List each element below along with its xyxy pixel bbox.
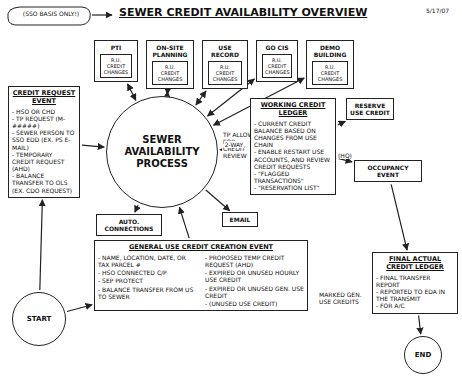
- process-box: GENERAL USE CREDIT CREATION EVENT - NAME,…: [94, 240, 308, 311]
- box-text: - SEP PROTECT: [98, 277, 197, 284]
- process-box: ON-SITE PLANNING R.U. CREDIT CHANGES: [146, 40, 194, 89]
- box-text: - REPORTED TO EDA IN THE TRANSMIT: [376, 288, 454, 302]
- note-label: (SSO BASIS ONLY!): [12, 11, 90, 18]
- box-text: AUTO. CONNECTIONS: [100, 218, 158, 232]
- box-text: SEWER AVAILABILITY PROCESS: [110, 134, 214, 170]
- sub-box: R.U. CREDIT CHANGES: [100, 54, 132, 78]
- process-circle: START: [12, 292, 66, 346]
- flow-arrow: [196, 91, 206, 105]
- process-box: FINAL ACTUAL CREDIT LEDGER - FINAL TRANSF…: [372, 252, 458, 314]
- flow-arrow: [419, 316, 421, 335]
- flow-arrow: [67, 305, 92, 312]
- note-label: MARKED GEN. USE CREDITS: [318, 292, 370, 306]
- box-text: - ENABLE RESTART USE ACCOUNTS, AND REVIE…: [254, 148, 332, 170]
- process-box: GO CIS R.U. CREDIT CHANGES: [256, 40, 298, 82]
- flow-arrow: [167, 91, 168, 94]
- process-box: RESERVE USE CREDIT: [346, 98, 394, 120]
- process-box: USE RECORD R.U. CREDIT CHANGES: [202, 40, 248, 89]
- box-text: USE RECORD: [206, 44, 244, 58]
- box-text: - EXPIRED OR UNUSED HOURLY USE CREDIT: [205, 269, 304, 283]
- flow-arrow: [391, 184, 407, 250]
- box-text: RESERVE USE CREDIT: [350, 102, 390, 116]
- box-text: R.U. CREDIT CHANGES: [155, 64, 184, 82]
- flow-arrow: [338, 121, 345, 125]
- sketch-arrow: [92, 14, 112, 15]
- box-text: - EXPIRED OR UNUSED GEN. USE CREDIT: [205, 285, 304, 299]
- box-text: - SEWER PERSON TO SSO EDD (EX. PS E-MAIL…: [12, 129, 76, 151]
- process-box: DEMO BUILDING R.U. CREDIT CHANGES: [306, 40, 354, 89]
- box-text: R.U. CREDIT CHANGES: [265, 57, 289, 75]
- box-text: - FOR A/C: [376, 302, 454, 309]
- box-text: R.U. CREDIT CHANGES: [211, 64, 238, 82]
- process-box: CREDIT REQUEST EVENT - HSO OR CHD- TP REQ…: [8, 86, 80, 198]
- flow-arrow: [128, 84, 136, 100]
- box-text: - "FLAGGED TRANSACTIONS": [254, 170, 332, 184]
- note-label: 5/17/07: [425, 8, 461, 15]
- box-heading: WORKING CREDIT LEDGER: [254, 102, 332, 118]
- diagram-title: SEWER CREDIT AVAILABILITY OVERVIEW: [118, 7, 368, 20]
- process-box: AUTO. CONNECTIONS: [96, 214, 162, 236]
- box-text: - "RESERVATION LIST": [254, 184, 332, 191]
- process-box: EMAIL: [222, 212, 258, 227]
- edge-label: 2-WAY: [224, 141, 245, 148]
- box-text: - (UNUSED USE CREDIT): [205, 300, 304, 307]
- process-circle: SEWER AVAILABILITY PROCESS: [106, 96, 218, 208]
- flow-arrow: [135, 205, 138, 212]
- flow-arrow: [206, 190, 230, 211]
- box-text: - FINAL TRANSFER REPORT: [376, 274, 454, 288]
- box-text: OCCUPANCY EVENT: [358, 164, 418, 178]
- box-text: - TP REQUEST (M-#####): [12, 115, 76, 129]
- box-text: END: [415, 351, 431, 359]
- box-text: - CURRENT CREDIT BALANCE BASED ON CHANGE…: [254, 120, 332, 149]
- flow-arrow: [179, 207, 189, 238]
- box-text: DEMO BUILDING: [310, 44, 350, 58]
- flow-arrow: [40, 200, 43, 290]
- box-text: - BALANCE TRANSFER TO OLS (EX. CDO REQUE…: [12, 172, 76, 194]
- process-circle: END: [404, 336, 442, 374]
- box-text: R.U. CREDIT CHANGES: [103, 57, 129, 75]
- box-text: - TEMPORARY CREDIT REQUEST (AHD): [12, 151, 76, 173]
- process-box: OCCUPANCY EVENT: [354, 160, 422, 182]
- flow-arrow: [82, 145, 104, 147]
- box-text: GO CIS: [260, 44, 294, 51]
- box-heading: CREDIT REQUEST EVENT: [12, 90, 76, 106]
- box-text: ON-SITE PLANNING: [150, 44, 190, 58]
- box-text: PTI: [98, 44, 134, 51]
- box-heading: GENERAL USE CREDIT CREATION EVENT: [98, 244, 304, 252]
- box-text: - HSO OR CHD: [12, 108, 76, 115]
- process-box: WORKING CREDIT LEDGER - CURRENT CREDIT BA…: [250, 98, 336, 195]
- box-text: R.U. CREDIT CHANGES: [315, 64, 344, 82]
- edge-label: (HQ): [337, 152, 353, 159]
- box-text: START: [27, 315, 52, 323]
- sub-box: R.U. CREDIT CHANGES: [312, 61, 347, 85]
- sketch-bubble: [8, 7, 91, 25]
- sub-box: R.U. CREDIT CHANGES: [208, 61, 241, 85]
- sub-box: R.U. CREDIT CHANGES: [262, 54, 292, 78]
- box-text: - NAME, LOCATION, DATE, OR TAX PARCEL #: [98, 254, 197, 268]
- box-text: - BALANCE TRANSFER FROM US TO SEWER: [98, 286, 197, 300]
- process-box: PTI R.U. CREDIT CHANGES: [94, 40, 138, 82]
- box-text: EMAIL: [226, 216, 254, 223]
- box-heading: FINAL ACTUAL CREDIT LEDGER: [376, 256, 454, 272]
- sub-box: R.U. CREDIT CHANGES: [152, 61, 187, 85]
- bullet-columns: - NAME, LOCATION, DATE, OR TAX PARCEL #-…: [98, 254, 304, 307]
- box-text: - HSO CONNECTED C/P: [98, 269, 197, 276]
- box-text: - PROPOSED TEMP CREDIT REQUEST (AHD): [205, 254, 304, 268]
